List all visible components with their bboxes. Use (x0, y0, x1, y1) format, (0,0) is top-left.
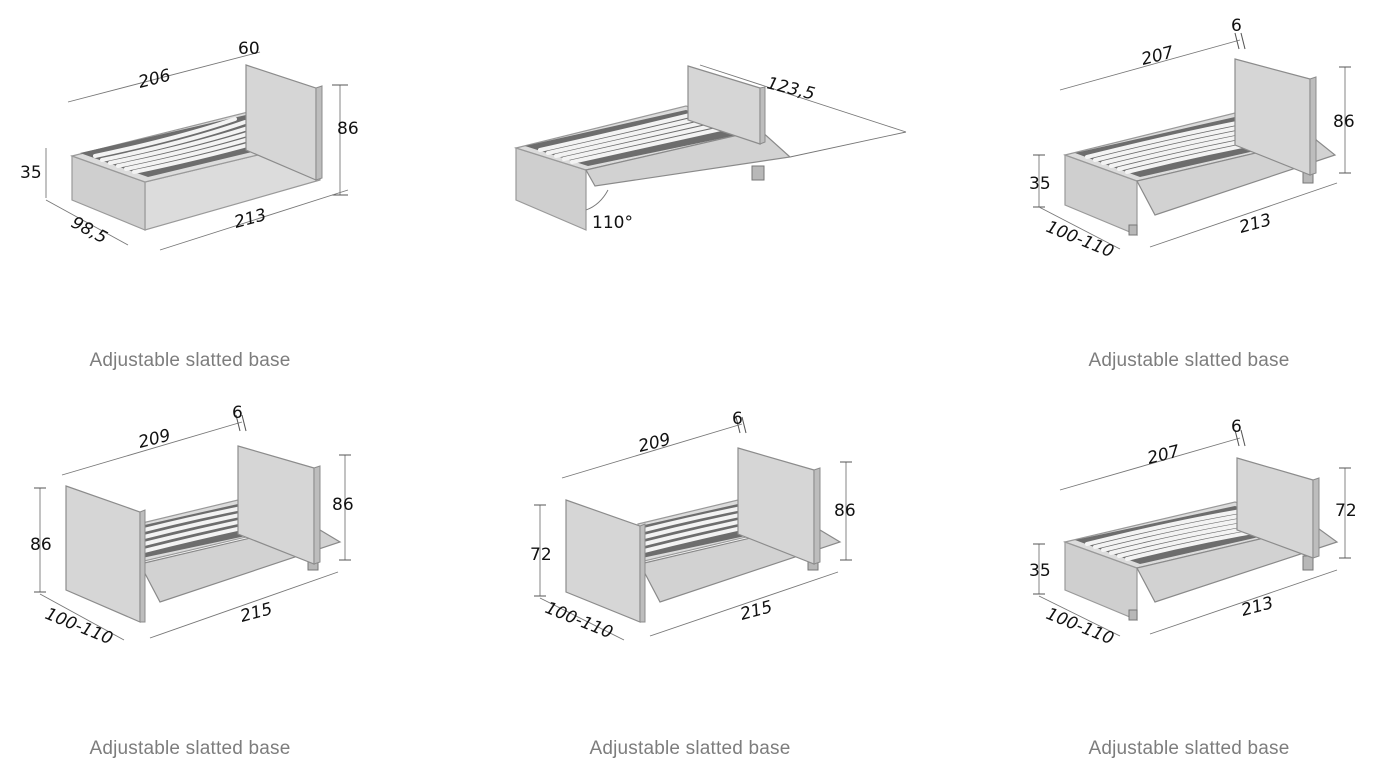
footboard (565, 499, 641, 623)
bed-diagram-3: 207 6 86 35 100-110 213 (1029, 16, 1355, 262)
bed-diagram-4: 209 6 86 86 100-110 215 (30, 403, 354, 649)
label-length: 209 (636, 430, 672, 457)
bed-diagram-1: 206 60 86 35 98,5 213 (20, 39, 359, 251)
label-width: 100-110 (42, 604, 115, 649)
label-base-height: 35 (1029, 174, 1051, 194)
caption-bottom-center: Adjustable slatted base (589, 738, 791, 759)
dimension-line-length (561, 423, 743, 479)
label-length: 207 (1145, 442, 1182, 469)
label-height: 86 (834, 501, 856, 521)
label-head-depth: 6 (1231, 417, 1242, 437)
caption-top-right: Adjustable slatted base (1088, 350, 1290, 371)
dimension-line-width (39, 593, 125, 641)
label-total-length: 213 (1239, 593, 1276, 621)
label-total-length: 213 (232, 205, 269, 233)
label-height: 86 (337, 119, 359, 139)
dimension-line-total-length (1149, 569, 1338, 635)
label-width: 100-110 (1043, 604, 1116, 649)
label-open-length: 123,5 (765, 73, 817, 104)
pull-out-board (585, 129, 792, 187)
label-length: 207 (1139, 43, 1176, 70)
dimension-line-total-length (149, 571, 339, 639)
footboard (65, 485, 141, 623)
label-angle: 110° (592, 213, 633, 233)
angle-arc (585, 189, 609, 211)
label-total-length: 213 (1237, 210, 1274, 238)
label-width: 98,5 (68, 213, 111, 248)
label-foot-height: 72 (530, 545, 552, 565)
dimension-line-length (61, 421, 243, 476)
label-base-height: 35 (1029, 561, 1051, 581)
label-head-depth: 6 (232, 403, 243, 423)
dimension-line-total-length (649, 571, 839, 637)
label-head-depth: 6 (1231, 16, 1242, 36)
caption-top-left: Adjustable slatted base (89, 350, 291, 371)
dimension-line-width (1038, 595, 1121, 637)
label-length: 209 (136, 426, 172, 453)
label-total-length: 215 (738, 597, 775, 625)
bed-diagram-5: 209 6 86 72 100-110 215 (530, 409, 856, 643)
dimension-line-length (1059, 437, 1241, 491)
label-length: 206 (136, 66, 173, 93)
label-height: 86 (332, 495, 354, 515)
slats (538, 113, 732, 164)
bed-diagram-6: 207 6 72 35 100-110 213 (1029, 417, 1357, 649)
bed-diagram-2: 123,5 110° (513, 64, 907, 233)
dimension-line-total-length (1149, 182, 1338, 248)
caption-bottom-right: Adjustable slatted base (1088, 738, 1290, 759)
label-total-length: 215 (238, 599, 275, 627)
dimension-line-total-length (159, 189, 349, 251)
label-foot-height: 86 (30, 535, 52, 555)
dimension-line-width (45, 199, 129, 246)
dimension-line-open-length (699, 64, 907, 133)
dimension-line-length (67, 51, 261, 103)
label-width: 100-110 (1043, 217, 1116, 262)
caption-bottom-left: Adjustable slatted base (89, 738, 291, 759)
dimension-line-width (539, 597, 625, 641)
support-leg (751, 165, 765, 181)
label-height: 86 (1333, 112, 1355, 132)
label-head-depth: 6 (732, 409, 743, 429)
dimension-line-length (1059, 39, 1241, 91)
label-height: 72 (1335, 501, 1357, 521)
support-leg (1302, 555, 1314, 571)
dimension-line-width (1038, 206, 1121, 250)
label-head-depth: 60 (238, 39, 260, 59)
label-base-height: 35 (20, 163, 42, 183)
